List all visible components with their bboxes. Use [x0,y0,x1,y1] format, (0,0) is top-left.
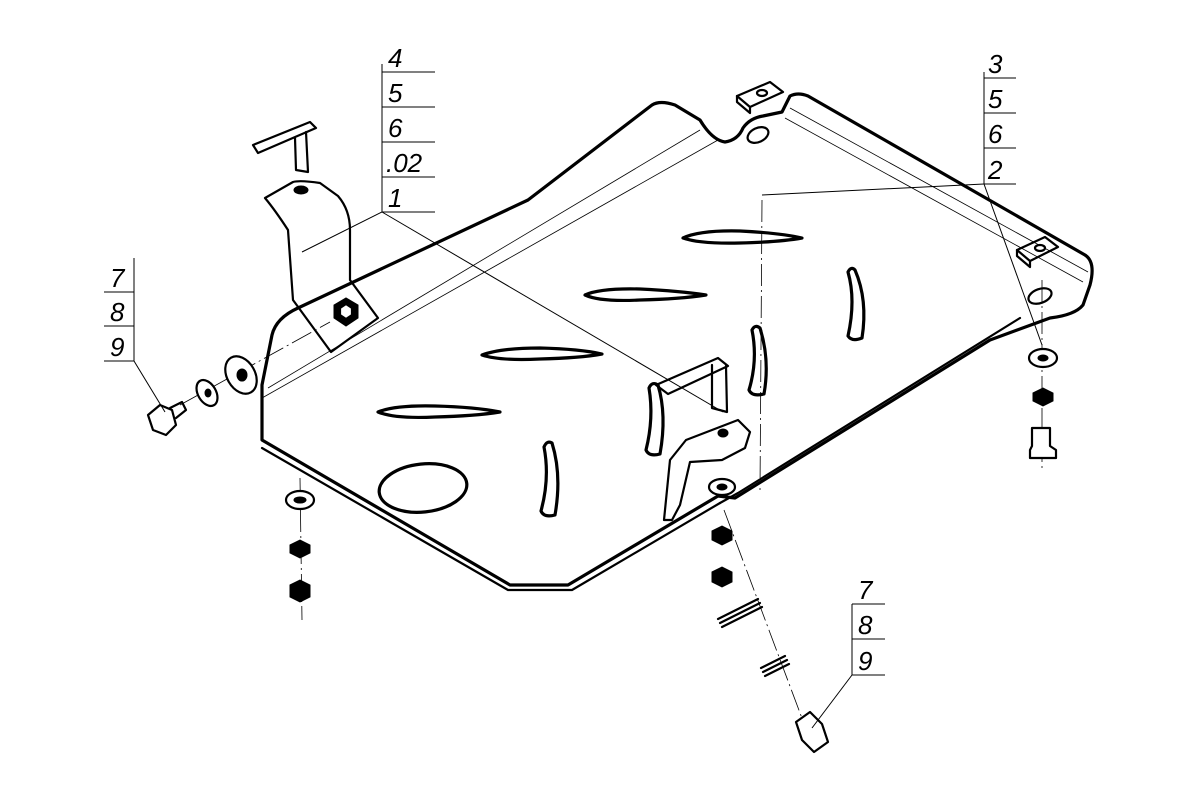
front-bracket-body [662,418,752,522]
plate-fold-line-back-2 [784,117,1084,283]
left-side-hardware [146,355,258,437]
right-hardware [1027,347,1059,460]
stud-1 [718,601,762,625]
callout-left-label-4: .02 [386,148,423,178]
rib-slot-1 [681,229,804,245]
callout-left-bolt-label-1: 7 [110,263,126,293]
callout-right-corner: 3 5 6 2 [761,49,1043,346]
rib-curve-1 [846,266,866,342]
callout-left-label-5: 1 [388,183,402,213]
plate-fold-line-front [261,139,719,399]
right-bolt [1028,426,1058,460]
callout-left-bracket: 4 5 6 .02 1 [301,43,724,413]
callout-left-label-3: 6 [388,113,403,143]
bottom-flange-bolt [794,710,830,754]
callout-right-label-4: 2 [987,155,1003,185]
callout-right-label-1: 3 [988,49,1003,79]
left-bracket [251,120,380,354]
mount-hole-top [746,126,770,144]
callout-bottom-bolt-label-2: 8 [858,610,873,640]
callout-left-bolt: 7 8 9 [104,258,166,413]
skid-plate [260,92,1094,592]
callout-bottom-bolt-label-3: 9 [858,646,872,676]
mount-hole-front-core [716,483,728,491]
plate-front-edge [260,446,722,592]
bottom-left-hardware [284,489,316,603]
callout-bottom-bolt-label-1: 7 [858,575,874,605]
callout-right-label-3: 6 [988,119,1003,149]
corner-tab-top [735,80,785,115]
bottom-middle-hardware [711,525,830,754]
rib-curve-4 [539,440,560,518]
plate-right-edge [718,316,1022,505]
callout-left-bolt-label-2: 8 [110,297,125,327]
left-flange-bolt [146,403,178,437]
callout-right-label-2: 5 [988,84,1003,114]
rib-curve-2 [747,324,768,397]
callout-left-label-1: 4 [388,43,402,73]
callout-bottom-bolt: 7 8 9 [811,575,885,729]
plate-fold-line-front-2 [267,129,701,389]
front-bracket [654,356,752,522]
rib-curve-3 [644,381,665,457]
rib-slot-4 [376,404,502,420]
stud-2 [761,658,789,674]
axis-lines [179,199,1043,746]
drain-hole [377,462,469,514]
mount-hole-right [1027,287,1053,305]
callout-left-label-2: 5 [388,78,403,108]
bracket-body [263,180,380,354]
callout-left-bolt-label-3: 9 [110,332,124,362]
rib-slot-3 [480,346,604,362]
rib-slot-2 [583,287,708,303]
corner-tab-right [1015,235,1060,269]
plate-outline [260,92,1094,587]
